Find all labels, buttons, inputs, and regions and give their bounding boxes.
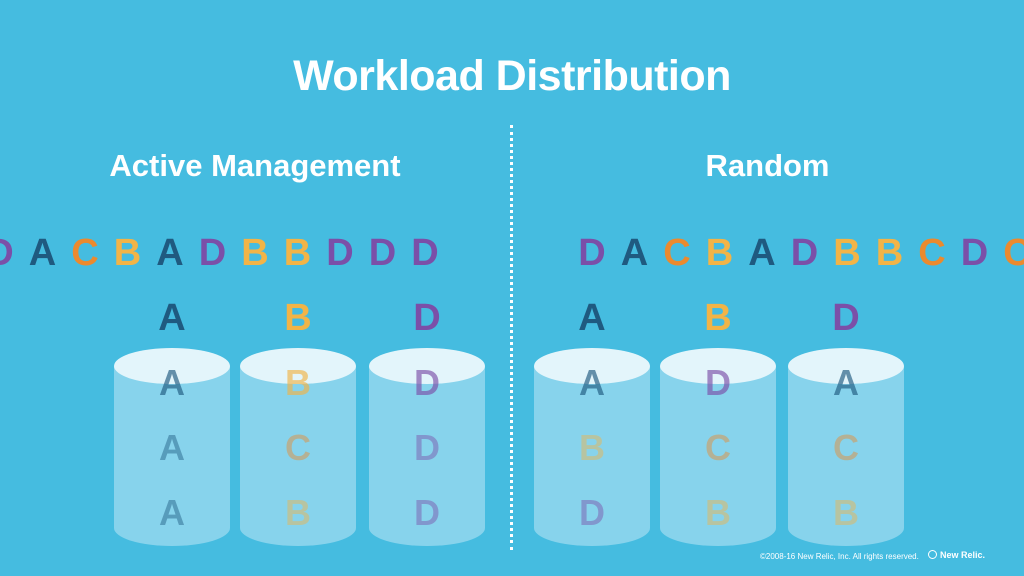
left-bucket-letter: A	[159, 362, 185, 403]
slide-title: Workload Distribution	[293, 52, 731, 100]
left-queue-letter: B	[114, 232, 141, 274]
left-bucket-top	[114, 348, 230, 384]
new-relic-logo: New Relic.	[928, 550, 985, 560]
right-queue-letter: C	[918, 232, 945, 274]
left-queue-letter: A	[29, 232, 56, 274]
right-bucket-letter: B	[579, 427, 605, 468]
right-bucket-body	[534, 366, 650, 546]
left-queue-letter: A	[156, 232, 183, 274]
left-bucket-letter: A	[159, 427, 185, 468]
right-queue-letter: C	[1003, 232, 1024, 274]
left-queue-letter: D	[411, 232, 438, 274]
right-queue-letter: C	[663, 232, 690, 274]
left-queue-letter: D	[0, 232, 14, 274]
right-incoming-letter: D	[832, 297, 859, 339]
section-divider	[510, 125, 513, 550]
left-queue-letter: D	[326, 232, 353, 274]
left-bucket-body	[240, 366, 356, 546]
right-bucket-body	[660, 366, 776, 546]
right-bucket-top	[534, 348, 650, 384]
right-bucket-letter: D	[579, 492, 605, 533]
right-incoming-letter: A	[578, 297, 605, 339]
left-bucket-top	[369, 348, 485, 384]
right-bucket-letter: B	[833, 492, 859, 533]
left-bucket-letter: D	[414, 362, 440, 403]
left-bucket-body	[114, 366, 230, 546]
left-bucket-letter: D	[414, 492, 440, 533]
right-queue-letter: D	[791, 232, 818, 274]
right-bucket-letter: B	[705, 492, 731, 533]
logo-mark-icon	[928, 550, 937, 559]
left-queue-letter: D	[199, 232, 226, 274]
left-queue-letter: B	[241, 232, 268, 274]
left-bucket-letter: C	[285, 427, 311, 468]
right-bucket-letter: D	[705, 362, 731, 403]
right-queue-letter: D	[578, 232, 605, 274]
left-incoming-letter: A	[158, 297, 185, 339]
left-bucket-body	[369, 366, 485, 546]
right-bucket-top	[660, 348, 776, 384]
right-queue-letter: D	[961, 232, 988, 274]
right-bucket-letter: C	[833, 427, 859, 468]
copyright: ©2008-16 New Relic, Inc. All rights rese…	[760, 552, 919, 561]
right-queue-letter: B	[876, 232, 903, 274]
left-bucket-letter: B	[285, 362, 311, 403]
left-bucket-letter: A	[159, 492, 185, 533]
right-bucket-letter: C	[705, 427, 731, 468]
heading-random: Random	[705, 148, 830, 183]
right-incoming-letter: B	[704, 297, 731, 339]
left-queue-letter: B	[284, 232, 311, 274]
logo-text: New Relic.	[940, 550, 986, 560]
left-bucket-letter: B	[285, 492, 311, 533]
right-queue-letter: B	[833, 232, 860, 274]
right-queue-letter: A	[621, 232, 648, 274]
right-bucket-body	[788, 366, 904, 546]
left-incoming-letter: D	[413, 297, 440, 339]
heading-active-management: Active Management	[109, 148, 401, 183]
left-queue-letter: C	[71, 232, 98, 274]
right-bucket-letter: A	[579, 362, 605, 403]
left-queue-letter: D	[369, 232, 396, 274]
left-bucket-top	[240, 348, 356, 384]
right-bucket-top	[788, 348, 904, 384]
right-queue-letter: B	[706, 232, 733, 274]
right-queue-letter: A	[748, 232, 775, 274]
left-incoming-letter: B	[284, 297, 311, 339]
left-bucket-letter: D	[414, 427, 440, 468]
right-bucket-letter: A	[833, 362, 859, 403]
